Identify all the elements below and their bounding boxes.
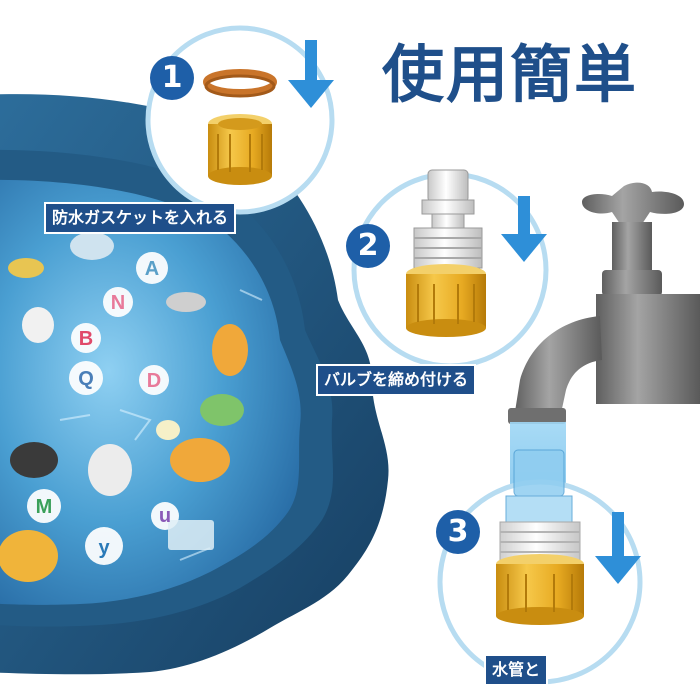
hose-connector-2 [406,264,486,337]
hose-connector-3 [496,554,584,625]
faucet-valve-stem [612,222,652,272]
step-3-caption: 水管と [484,654,549,686]
step-2-illustration [351,169,549,369]
page-title: 使用簡単 [382,38,639,111]
step-2-badge: 2 [346,224,390,268]
quick-connector-2 [413,169,483,269]
step-1-caption: 防水ガスケットを入れる [44,202,237,234]
mat-label-tag [168,520,214,550]
faucet-handle [582,182,684,224]
step-2-caption: バルブを締め付ける [316,364,477,396]
faucet-body [596,294,700,404]
step-1-illustration [145,25,335,215]
splash-pad-pool [0,94,389,675]
step-1-badge: 1 [150,56,194,100]
down-arrow-icon [288,40,334,108]
faucet-spout [514,316,602,418]
hose-connector-1 [208,114,272,185]
down-arrow-icon [595,512,641,584]
gasket-ring [203,69,277,95]
quick-connector-3 [499,449,581,561]
mat-animal-illustrations [0,232,248,582]
step-3-badge: 3 [436,510,480,554]
step-3-illustration [437,449,643,685]
down-arrow-icon [501,196,547,262]
mat-letter-circles [27,252,179,565]
water-faucet [508,182,700,424]
